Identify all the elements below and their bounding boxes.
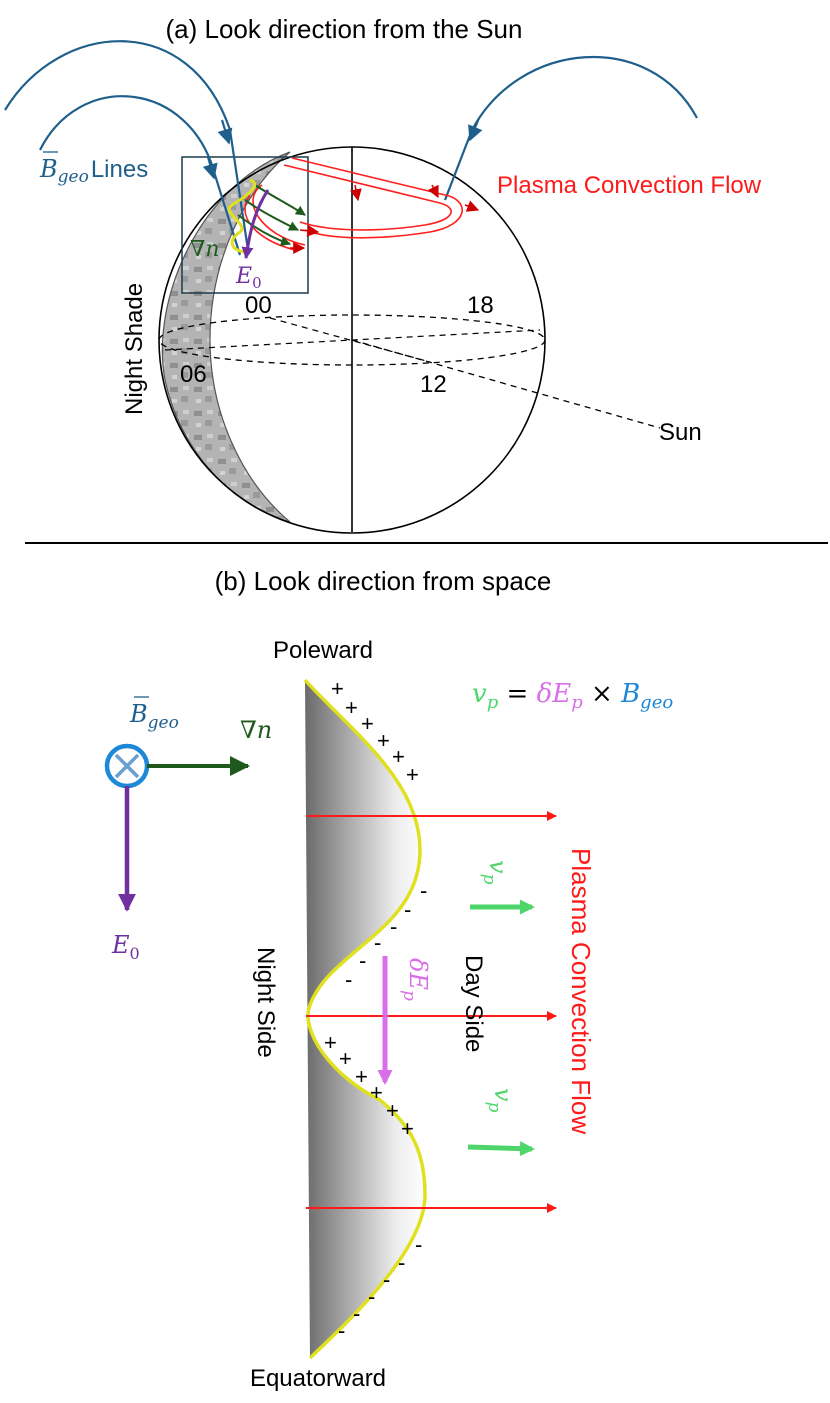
time-label-00: 00 [245,292,272,319]
plus-sign: + [355,1064,368,1089]
grad-n-arrows [237,184,306,246]
local-time-axis [269,317,431,363]
vp-arrow-2 [467,1141,535,1157]
b-field-line-right [443,55,698,201]
minus-sign: - [398,1250,405,1275]
plasma-flow-label-b: Plasma Convection Flow [566,848,596,1134]
minus-sign: - [345,967,352,992]
b-field-line-inner [39,95,242,256]
minus-sign: - [368,1284,375,1309]
plus-sign: + [345,695,358,720]
grad-n-label-a: ∇n [190,237,220,262]
time-label-12: 12 [420,371,447,398]
night-side-region [305,680,425,1358]
sun-label: Sun [659,419,702,446]
plus-sign: + [370,1080,383,1105]
plus-sign: + [361,711,374,736]
plus-sign: + [331,676,344,701]
plasma-arrow-4 [299,224,320,237]
plus-sign: + [377,728,390,753]
yellow-wavy-boundary [227,178,257,254]
drift-equation: vp = δEp × Bgeo [472,679,673,713]
plasma-arrow-3 [464,200,480,212]
minus-sign: - [383,1267,390,1292]
plasma-arrow-2 [427,184,439,199]
poleward-label: Poleward [273,637,373,664]
panel-a-title: (a) Look direction from the Sun [166,14,523,44]
charge-signs: + + + + + + - - - - - - + + + + + + - - … [324,676,427,1343]
grad-n-label-b: ∇n [240,716,272,744]
minus-sign: - [420,878,427,903]
plasma-flow-lines [244,157,463,251]
plus-sign: + [324,1030,337,1055]
delta-e-label: δEp [399,958,432,1001]
plus-sign: + [392,744,405,769]
plus-sign: + [386,1098,399,1123]
plus-sign: + [339,1046,352,1071]
equatorward-label: Equatorward [250,1365,386,1392]
minus-sign: - [415,1232,422,1257]
e0-arrow-a [241,189,270,260]
yellow-boundary-b [303,678,427,1360]
coordinate-symbols: Bgeo ∇n E0 [104,696,272,963]
e0-label-b: E0 [111,931,140,963]
minus-sign: - [404,897,411,922]
time-label-18: 18 [467,292,494,319]
plus-sign: + [406,762,419,787]
b-geo-label-b: Bgeo [129,700,179,733]
minus-sign: - [374,930,381,955]
b-arrow-2 [202,156,218,180]
night-side-label: Night Side [252,947,279,1058]
globe [158,146,661,534]
sun-direction-line [351,339,661,429]
panel-b-title: (b) Look direction from space [215,566,552,596]
time-label-06: 06 [180,361,207,388]
b-field-line-outer [4,40,250,251]
vp-label-2: vp [484,1088,517,1113]
minus-sign: - [359,948,366,973]
plus-sign: + [401,1116,414,1141]
b-geo-label-a: BgeoLines [39,155,148,187]
plasma-arrow-1 [349,184,362,202]
plasma-flow-label-a: Plasma Convection Flow [497,172,762,199]
day-side-label: Day Side [460,955,487,1052]
e0-label-a: E0 [235,264,262,292]
b-arrow-3 [468,117,483,142]
minus-sign: - [353,1301,360,1326]
equator-ellipse [158,314,546,366]
b-geo-field-lines [4,40,698,256]
night-shade-label: Night Shade [121,283,148,415]
vp-label-1: vp [479,860,512,885]
minus-sign: - [390,914,397,939]
b-arrow-1 [217,119,233,145]
minus-sign: - [338,1318,345,1343]
plasma-flow-lines-b [306,811,557,1213]
